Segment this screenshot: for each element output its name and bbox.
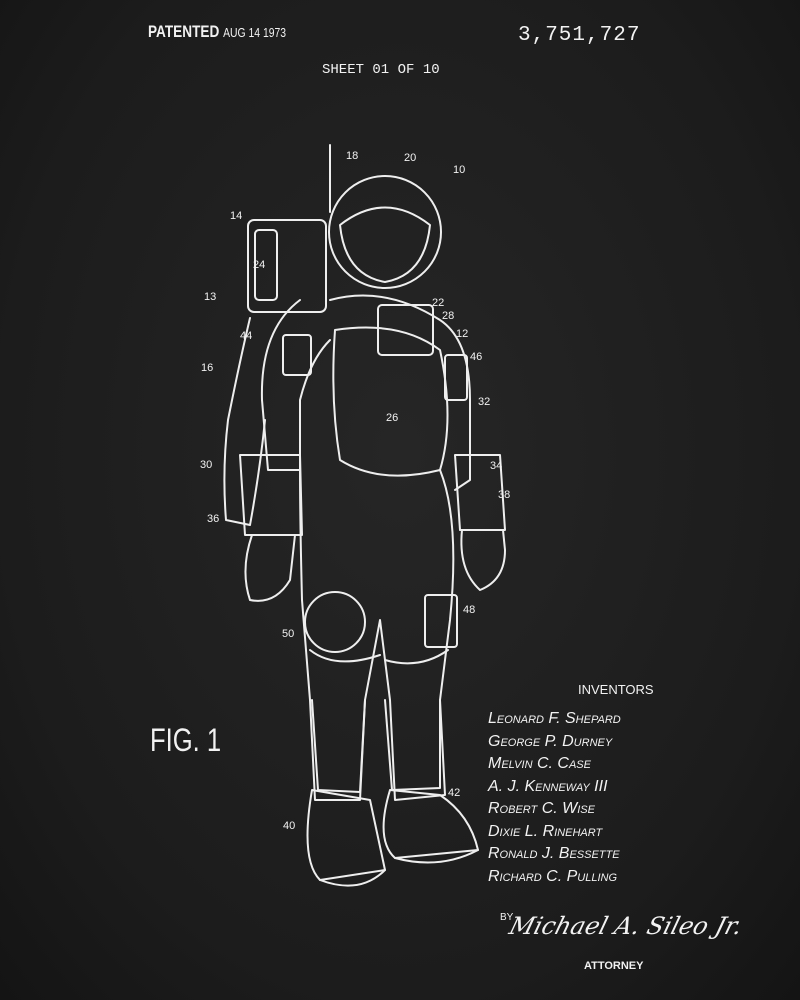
ref-40: 40 [283, 820, 296, 832]
chest [332, 326, 449, 477]
ref-20: 20 [404, 152, 417, 164]
right-cuff [454, 454, 506, 531]
left-cuff [239, 454, 303, 536]
ref-24: 24 [253, 259, 266, 271]
ref-38: 38 [498, 489, 511, 501]
helmet [328, 175, 442, 289]
thigh-pocket [424, 594, 458, 648]
inventor-name: George P. Durney [488, 732, 613, 750]
by-label: BY [500, 912, 514, 923]
ref-32: 32 [478, 396, 491, 408]
ref-26: 26 [386, 412, 399, 424]
ref-36: 36 [207, 513, 220, 525]
inventors-list: Leonard F. Shepard George P. Durney Melv… [488, 708, 621, 888]
arm-pocket [282, 334, 312, 376]
inventor-name: Melvin C. Case [488, 755, 591, 772]
ref-12: 12 [456, 328, 469, 340]
patented-date: AUG 14 1973 [223, 25, 287, 40]
ref-48: 48 [463, 604, 476, 616]
chest-controls [377, 304, 434, 356]
arm-pocket-right [444, 354, 468, 401]
inventor-name: Leonard F. Shepard [488, 710, 621, 727]
inventor-name: Richard C. Pulling [488, 867, 618, 885]
inventor-name: Robert C. Wise [488, 800, 595, 817]
ref-42: 42 [448, 787, 461, 799]
attorney-signature: Michael A. Sileo Jr. [506, 912, 746, 940]
patented-stamp: PATENTED AUG 14 1973 [148, 22, 286, 42]
inventors-heading: INVENTORS [578, 682, 654, 697]
ref-16: 16 [201, 362, 214, 374]
inventor-name: A. J. Kenneway III [488, 777, 608, 795]
ref-10: 10 [453, 164, 466, 176]
torso [329, 294, 471, 491]
ref-44: 44 [240, 330, 253, 342]
left-arm [260, 299, 331, 471]
ref-46: 46 [470, 351, 483, 363]
legs [299, 469, 455, 801]
right-glove [460, 529, 506, 591]
ref-14: 14 [230, 210, 243, 222]
figure-label: FIG. 1 [150, 722, 222, 758]
inventor-name: Ronald J. Bessette [488, 845, 620, 862]
knee-pad [304, 591, 366, 653]
ref-13: 13 [204, 291, 217, 303]
left-glove [244, 534, 296, 602]
inventor-name: Dixie L. Rinehart [488, 822, 603, 840]
right-boot [382, 789, 479, 864]
ref-34: 34 [490, 460, 503, 472]
ref-50: 50 [282, 628, 295, 640]
ref-28: 28 [442, 310, 455, 322]
sheet-number: SHEET 01 OF 10 [322, 62, 440, 78]
attorney-label: ATTORNEY [584, 960, 644, 972]
hose [223, 317, 266, 526]
visor [339, 206, 431, 283]
ref-18: 18 [346, 150, 359, 162]
ref-22: 22 [432, 297, 445, 309]
patent-number: 3,751,727 [518, 24, 641, 47]
ref-30: 30 [200, 459, 213, 471]
patented-label: PATENTED [148, 22, 220, 41]
